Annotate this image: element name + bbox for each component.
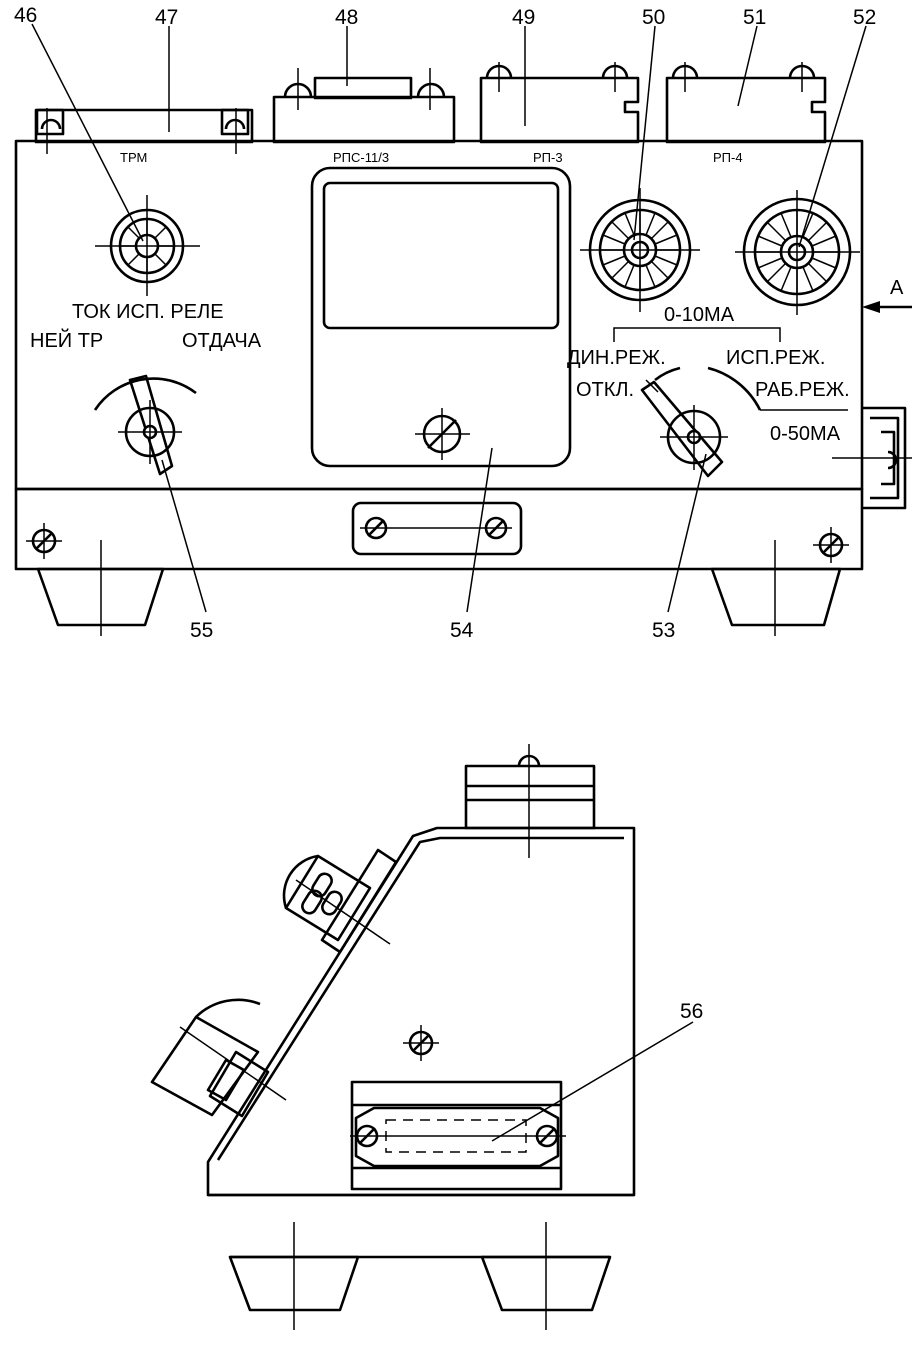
label-din-rezh: ДИН.РЕЖ. — [567, 347, 666, 369]
side-connector-upper — [282, 848, 398, 954]
callout-55: 55 — [190, 619, 213, 642]
connector-52 — [735, 190, 860, 315]
base-plate — [26, 501, 849, 563]
callout-numbers: 46 47 48 49 50 51 52 53 54 55 56 — [14, 4, 876, 1023]
callout-48: 48 — [335, 6, 358, 29]
label-view-a: А — [890, 277, 904, 299]
leaders-front — [31, 23, 867, 613]
label-rp3: РП-3 — [533, 150, 563, 165]
side-plate-56 — [350, 1080, 566, 1191]
front-view: ТРМ РПС-11/3 РП-3 РП-4 — [14, 23, 912, 636]
label-rps: РПС-11/3 — [333, 150, 389, 165]
label-tok-isp-rele: ТОК ИСП. РЕЛЕ — [72, 301, 224, 323]
leader-56 — [491, 1021, 694, 1142]
meter-54 — [310, 166, 572, 468]
label-rp4: РП-4 — [713, 150, 743, 165]
callout-53: 53 — [652, 619, 675, 642]
label-otdacha: ОТДАЧА — [182, 330, 262, 352]
module-rp3 — [479, 62, 640, 144]
label-trm: ТРМ — [120, 150, 147, 165]
range-bracket — [613, 327, 781, 342]
module-rps — [272, 68, 456, 144]
label-isp-rezh: ИСП.РЕЖ. — [726, 347, 825, 369]
callout-47: 47 — [155, 6, 178, 29]
panel-labels: ТОК ИСП. РЕЛЕ НЕЙ ТР ОТДАЧА 0-10МА ДИН.Р… — [30, 277, 904, 445]
side-knob-lower — [150, 998, 287, 1118]
callout-56: 56 — [680, 1000, 703, 1023]
connector-50 — [580, 188, 700, 312]
foot-left — [36, 567, 165, 627]
side-view — [150, 744, 694, 1330]
side-clamp — [832, 406, 912, 510]
callout-46: 46 — [14, 4, 37, 27]
label-neitr: НЕЙ ТР — [30, 328, 103, 352]
label-otkl: ОТКЛ. — [576, 379, 634, 401]
callout-54: 54 — [450, 619, 474, 642]
label-range-10: 0-10МА — [664, 304, 735, 326]
label-range-50: 0-50МА — [770, 423, 841, 445]
module-trm — [34, 108, 254, 154]
foot-right — [710, 567, 842, 627]
switch-55 — [93, 374, 197, 476]
connector-46 — [95, 195, 200, 296]
side-screw — [403, 1025, 439, 1061]
side-body-outer — [206, 826, 636, 1197]
callout-49: 49 — [512, 6, 535, 29]
base-strip — [14, 487, 864, 571]
callout-50: 50 — [642, 6, 665, 29]
callout-52: 52 — [853, 6, 876, 29]
switch-53 — [640, 366, 848, 478]
callout-51: 51 — [743, 6, 766, 29]
side-body-inner — [216, 836, 624, 1161]
side-top-module — [464, 744, 596, 858]
label-rab-rezh: РАБ.РЕЖ. — [755, 379, 850, 401]
